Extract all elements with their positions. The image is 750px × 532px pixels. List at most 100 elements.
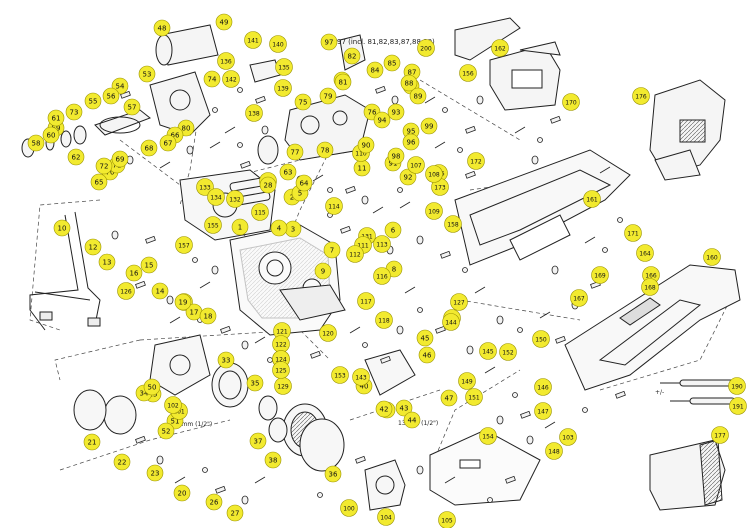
callout-bubble xyxy=(316,141,334,159)
callout-label: 171 xyxy=(627,231,639,238)
small-part xyxy=(555,335,566,344)
callout-bubble xyxy=(465,388,483,406)
small-part xyxy=(224,126,236,134)
callout-label: 161 xyxy=(586,197,598,204)
small-part xyxy=(220,325,231,334)
callout-9: 9 xyxy=(314,262,332,280)
callout-bubble xyxy=(373,235,391,253)
small-part xyxy=(584,236,596,244)
callout-bubble xyxy=(387,103,405,121)
callout-bubble xyxy=(479,427,497,445)
callout-label: 40 xyxy=(360,383,369,391)
callout-bubble xyxy=(377,508,395,526)
callout-170: 170 xyxy=(562,93,580,111)
callout-bubble xyxy=(384,221,402,239)
callout-bubble xyxy=(583,190,601,208)
callout-label: 11 xyxy=(358,165,367,173)
callout-bubble xyxy=(325,197,343,215)
callout-169: 169 xyxy=(591,266,609,284)
callout-bubble xyxy=(173,484,191,502)
callout-36: 36 xyxy=(324,465,342,483)
small-part xyxy=(487,497,493,503)
callout-label: 65 xyxy=(95,179,104,187)
callout-label: 104 xyxy=(380,515,392,522)
callout-94: 94 xyxy=(373,111,391,129)
callout-bubble xyxy=(711,426,729,444)
callout-bubble xyxy=(140,256,158,274)
callout-bubble xyxy=(259,176,277,194)
small-part xyxy=(434,141,446,149)
callout-bubble xyxy=(67,148,85,166)
callout-label: 80 xyxy=(182,125,191,133)
callout-150: 150 xyxy=(532,330,550,348)
callout-bubble xyxy=(729,397,747,415)
callout-label: 96 xyxy=(407,139,416,147)
callout-bubble xyxy=(117,282,135,300)
callout-93: 93 xyxy=(387,103,405,121)
callout-label: 36 xyxy=(329,471,338,479)
callout-label: 76 xyxy=(368,109,377,117)
callout-label: 28 xyxy=(264,182,273,190)
callout-bubble xyxy=(399,168,417,186)
callout-bubble xyxy=(319,324,337,342)
callout-55: 55 xyxy=(84,92,102,110)
callout-bubble xyxy=(373,111,391,129)
callout-label: 125 xyxy=(275,368,287,375)
callout-12: 12 xyxy=(84,238,102,256)
small-part xyxy=(544,421,556,429)
callout-label: 21 xyxy=(88,439,97,447)
callout-label: 87 xyxy=(408,69,417,77)
small-part xyxy=(310,350,321,359)
callout-bubble xyxy=(334,73,352,91)
callout-bubble xyxy=(270,219,288,237)
tool-sign-label: +/- xyxy=(655,389,664,396)
small-part xyxy=(474,286,486,294)
small-part xyxy=(380,355,391,364)
callout-146: 146 xyxy=(534,378,552,396)
callout-label: 72 xyxy=(100,163,109,171)
small-part xyxy=(355,455,366,464)
callout-176: 176 xyxy=(632,87,650,105)
small-part xyxy=(375,85,386,94)
callout-bubble xyxy=(545,442,563,460)
callout-bubble xyxy=(98,253,116,271)
callout-label: 43 xyxy=(400,405,409,413)
small-part xyxy=(340,225,351,234)
callout-bubble xyxy=(53,219,71,237)
callout-label: 42 xyxy=(380,406,389,414)
callout-200: 200 xyxy=(417,39,435,57)
callout-bubble xyxy=(203,70,221,88)
callout-103: 103 xyxy=(559,428,577,446)
callout-bubble xyxy=(375,311,393,329)
callout-bubble xyxy=(113,453,131,471)
callout-label: 100 xyxy=(343,506,355,513)
callout-81: 81 xyxy=(334,73,352,91)
small-part xyxy=(517,327,523,333)
callout-37: 37 xyxy=(249,432,267,450)
callout-label: 67 xyxy=(164,140,173,148)
callout-label: 116 xyxy=(376,274,388,281)
callout-bubble xyxy=(331,366,349,384)
callout-label: 74 xyxy=(208,76,217,84)
callout-bubble xyxy=(343,47,361,65)
callout-13: 13 xyxy=(98,253,116,271)
callout-bubble xyxy=(402,133,420,151)
callout-bubble xyxy=(440,389,458,407)
callout-label: 111 xyxy=(357,243,369,250)
callout-label: 34 xyxy=(140,390,149,398)
callout-bubble xyxy=(95,157,113,175)
small-part xyxy=(444,476,456,484)
callout-89: 89 xyxy=(409,87,427,105)
small-part xyxy=(237,142,243,148)
callout-135: 135 xyxy=(275,58,293,76)
callout-100: 100 xyxy=(340,499,358,517)
callout-127: 127 xyxy=(450,293,468,311)
callout-label: 138 xyxy=(248,111,260,118)
small-part xyxy=(255,95,266,104)
callout-bubble xyxy=(249,432,267,450)
callout-145: 145 xyxy=(479,342,497,360)
callout-88: 88 xyxy=(400,74,418,92)
callout-190: 190 xyxy=(728,377,746,395)
callout-bubble xyxy=(357,136,375,154)
callout-label: 37 xyxy=(254,438,263,446)
